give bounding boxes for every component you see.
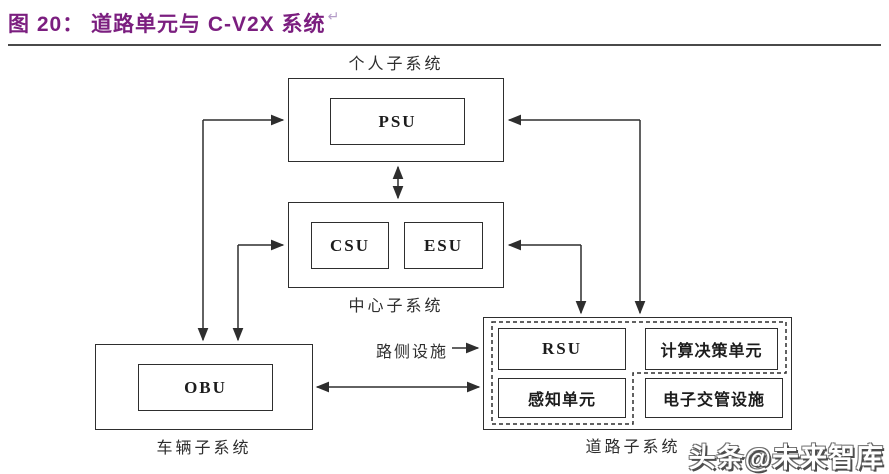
rsu-box: RSU	[498, 328, 626, 370]
title-divider	[8, 44, 881, 46]
road-subsystem-box: RSU 计算决策单元 感知单元 电子交管设施	[483, 317, 792, 430]
traffic-management-facility-label: 电子交管设施	[662, 392, 765, 409]
obu-label: OBU	[184, 377, 227, 397]
compute-decision-unit-label: 计算决策单元	[660, 343, 763, 360]
watermark: 头条@未来智库	[688, 443, 884, 473]
esu-box: ESU	[404, 222, 483, 269]
vehicle-subsystem-label: 车辆子系统	[156, 440, 252, 457]
psu-box: PSU	[330, 98, 465, 145]
csu-box: CSU	[311, 222, 389, 269]
csu-label: CSU	[329, 235, 370, 255]
perception-unit-box: 感知单元	[498, 378, 626, 418]
esu-label: ESU	[423, 235, 464, 255]
traffic-management-facility-box: 电子交管设施	[645, 378, 783, 418]
vehicle-subsystem-box: OBU	[95, 344, 313, 430]
rsu-label: RSU	[541, 339, 582, 358]
central-subsystem-box: CSU ESU	[288, 202, 504, 288]
central-subsystem-label: 中心子系统	[348, 298, 444, 315]
road-subsystem-label: 道路子系统	[585, 439, 681, 456]
obu-box: OBU	[138, 364, 273, 411]
figure-title-text: 图 20： 道路单元与 C-V2X 系统	[8, 13, 326, 36]
personal-subsystem-box: PSU	[288, 78, 504, 162]
roadside-caption: 路侧设施	[375, 344, 448, 361]
figure-title: 图 20： 道路单元与 C-V2X 系统↵	[8, 8, 868, 38]
perception-unit-label: 感知单元	[527, 392, 596, 409]
psu-label: PSU	[378, 111, 417, 131]
compute-decision-unit-box: 计算决策单元	[645, 328, 778, 370]
personal-subsystem-label: 个人子系统	[348, 56, 444, 73]
return-mark-icon: ↵	[327, 8, 341, 24]
